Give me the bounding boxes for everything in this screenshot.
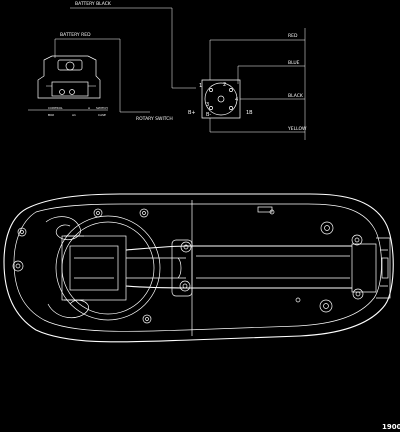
wire-blue-label: BLUE bbox=[288, 60, 300, 66]
housing-inner-rim bbox=[13, 203, 382, 332]
a1-label: A1 bbox=[72, 113, 76, 117]
vent-slot bbox=[257, 206, 273, 213]
battery-black-wire bbox=[70, 7, 196, 89]
control-label: CONTROL bbox=[48, 106, 63, 110]
switch-cavity bbox=[45, 215, 161, 321]
yellow-wire bbox=[209, 118, 305, 133]
rotary-switch-label: ROTARY SWITCH bbox=[136, 116, 173, 122]
pin-1: 1 bbox=[199, 83, 202, 89]
housing-outline bbox=[3, 193, 394, 343]
cable-bundle bbox=[125, 239, 352, 297]
motor-housing-drawing bbox=[3, 193, 394, 343]
pin-4: 4 bbox=[235, 97, 238, 103]
blue-wire bbox=[237, 65, 305, 84]
switch-label: SWITCH bbox=[96, 106, 108, 110]
mounting-holes bbox=[12, 208, 364, 324]
red-wire bbox=[209, 39, 305, 80]
case-label: CASE bbox=[98, 113, 106, 117]
control-box: CONTROL BOX A1 A SWITCH CASE bbox=[28, 55, 108, 117]
pin-b-minus: B- bbox=[206, 112, 211, 118]
wire-black-label: BLACK bbox=[288, 93, 304, 99]
battery-red-leader bbox=[55, 38, 140, 113]
wire-yellow-label: YELLOW bbox=[287, 126, 307, 132]
pin-b-plus: B+ bbox=[188, 110, 196, 116]
wire-red-label: RED bbox=[288, 33, 298, 39]
pin-2: 2 bbox=[223, 82, 226, 88]
pin-1b: 1B bbox=[246, 110, 253, 116]
wiring-diagram: BATTERY BLACK BATTERY RED ROTARY SWITCH … bbox=[28, 1, 307, 140]
pin-3: 3 bbox=[206, 102, 209, 108]
end-cap bbox=[351, 237, 391, 299]
a-label: A bbox=[88, 106, 91, 110]
battery-black-label: BATTERY BLACK bbox=[75, 1, 112, 7]
figure-number: 1900 bbox=[382, 423, 400, 431]
rotary-switch-symbol: B+ 1 2 3 4 B- 1B bbox=[188, 79, 253, 119]
battery-red-label: BATTERY RED bbox=[60, 32, 91, 38]
box-label: BOX bbox=[48, 113, 54, 117]
